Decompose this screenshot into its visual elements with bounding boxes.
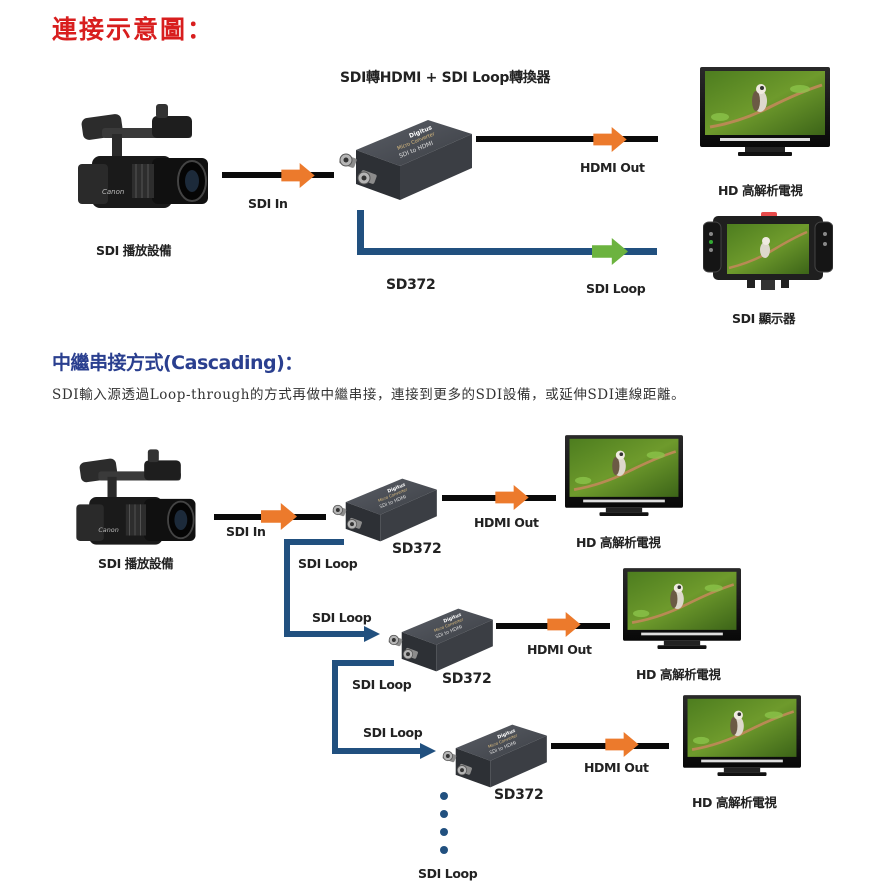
hdmi-out-arrow-icon	[546, 612, 582, 637]
hd-tv-icon	[683, 693, 801, 779]
hdmi-out-label: HDMI Out	[474, 515, 539, 530]
source-label: SDI 播放設備	[96, 243, 172, 258]
model-label: SD372	[386, 277, 436, 293]
cascading-description: SDI輸入源透過Loop-through的方式再做中繼串接，連接到更多的SDI設…	[52, 387, 686, 403]
converter-device-icon	[330, 470, 440, 550]
converter-device-icon	[336, 110, 476, 210]
monitor-label: SDI 顯示器	[732, 311, 796, 326]
tv-label: HD 高解析電視	[576, 535, 661, 550]
camera-icon	[72, 96, 212, 216]
sdi-loop-cable	[332, 748, 424, 754]
cascading-heading: 中繼串接方式(Cascading)：	[52, 352, 303, 374]
converter-device-icon	[386, 600, 496, 680]
sdi-loop-cable	[332, 660, 394, 666]
loop-out-label: SDI Loop	[352, 677, 412, 692]
loop-in-label: SDI Loop	[312, 610, 372, 625]
sdi-loop-cable	[284, 539, 344, 545]
loop-in-label: SDI Loop	[363, 725, 423, 740]
sdi-loop-arrow-icon	[592, 238, 628, 265]
hdmi-out-label: HDMI Out	[580, 160, 645, 175]
hdmi-out-cable	[476, 136, 658, 142]
tv-label: HD 高解析電視	[692, 795, 777, 810]
sdi-in-label: SDI In	[248, 196, 288, 211]
hd-tv-icon	[565, 433, 683, 519]
loop-arrowhead-icon	[420, 743, 436, 759]
sdi-in-arrow-icon	[280, 163, 316, 188]
model-label: SD372	[442, 671, 492, 687]
camera-icon	[70, 442, 200, 552]
continuation-dot	[440, 846, 448, 854]
product-title: SDI轉HDMI + SDI Loop轉換器	[340, 70, 551, 86]
hd-tv-icon	[700, 67, 830, 157]
sdi-in-cable	[222, 172, 334, 178]
continuation-dot	[440, 792, 448, 800]
hdmi-out-label: HDMI Out	[527, 642, 592, 657]
hdmi-out-arrow-icon	[592, 127, 628, 152]
tv-label: HD 高解析電視	[718, 183, 803, 198]
hdmi-out-label: HDMI Out	[584, 760, 649, 775]
converter-device-icon	[440, 716, 550, 796]
connection-diagram-heading: 連接示意圖：	[52, 15, 215, 44]
continuation-dot	[440, 810, 448, 818]
tv-label: HD 高解析電視	[636, 667, 721, 682]
sdi-loop-cable-vertical	[357, 210, 364, 254]
sdi-in-label: SDI In	[226, 524, 266, 539]
hdmi-out-arrow-icon	[494, 485, 530, 510]
loop-out-label: SDI Loop	[298, 556, 358, 571]
sdi-loop-cable	[357, 248, 657, 255]
sdi-loop-label: SDI Loop	[586, 281, 646, 296]
model-label: SD372	[494, 787, 544, 803]
sdi-loop-cable	[284, 631, 368, 637]
model-label: SD372	[392, 541, 442, 557]
sdi-in-arrow-icon	[260, 503, 298, 530]
loop-arrowhead-icon	[364, 626, 380, 642]
sdi-loop-cable-vertical	[284, 539, 290, 637]
sdi-monitor-icon	[703, 212, 833, 292]
hd-tv-icon	[623, 566, 741, 652]
hdmi-out-arrow-icon	[604, 732, 640, 757]
sdi-loop-cable-vertical	[332, 660, 338, 754]
continuation-dot	[440, 828, 448, 836]
continuation-label: SDI Loop	[418, 866, 478, 881]
source-label: SDI 播放設備	[98, 556, 174, 571]
